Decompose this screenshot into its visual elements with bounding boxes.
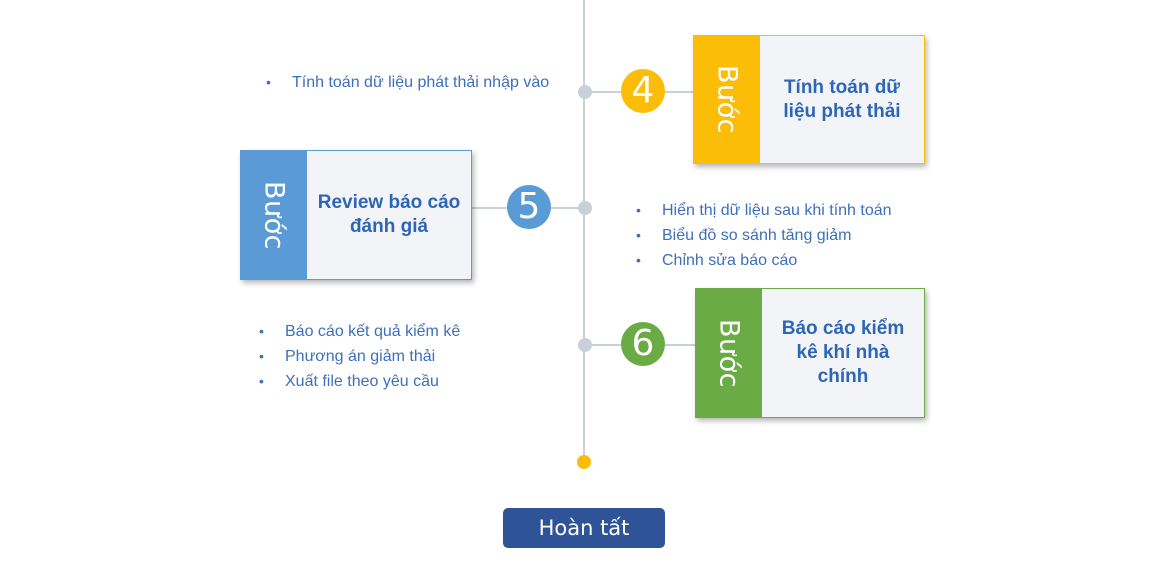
step-5-number-badge: 5 xyxy=(507,185,551,229)
step-4-number-badge: 4 xyxy=(621,69,665,113)
step-4-tab: Bước xyxy=(694,36,760,163)
list-item: Xuất file theo yêu cầu xyxy=(251,369,551,394)
step-5-bullets: Hiển thị dữ liệu sau khi tính toán Biểu … xyxy=(628,198,948,273)
step-6-number-badge: 6 xyxy=(621,322,665,366)
step-6-card: Bước Báo cáo kiểm kê khí nhà chính xyxy=(695,288,925,418)
list-item: Chỉnh sửa báo cáo xyxy=(628,248,948,273)
list-item: Báo cáo kết quả kiểm kê xyxy=(251,319,551,344)
step-5-title: Review báo cáo đánh giá xyxy=(317,192,461,237)
timeline-end-dot xyxy=(577,455,591,469)
timeline-line xyxy=(583,0,585,455)
step-5-tab-label: Bước xyxy=(258,180,290,250)
list-item: Biểu đồ so sánh tăng giảm xyxy=(628,223,948,248)
finish-button[interactable]: Hoàn tất xyxy=(503,508,665,548)
timeline-node-step-5 xyxy=(578,201,592,215)
list-item: Phương án giảm thải xyxy=(251,344,551,369)
step-5-card: Bước Review báo cáo đánh giá xyxy=(240,150,472,280)
timeline-node-step-6 xyxy=(578,338,592,352)
list-item: Tính toán dữ liệu phát thải nhập vào xyxy=(258,72,558,93)
step-6-bullets: Báo cáo kết quả kiểm kê Phương án giảm t… xyxy=(251,319,551,394)
step-4-title: Tính toán dữ liệu phát thải xyxy=(783,76,901,122)
step-6-tab: Bước xyxy=(696,289,762,417)
step-6-tab-label: Bước xyxy=(713,318,745,388)
step-4-tab-label: Bước xyxy=(711,65,743,134)
step-6-title: Báo cáo kiểm kê khí nhà chính xyxy=(781,318,905,387)
timeline-node-step-4 xyxy=(578,85,592,99)
list-item: Hiển thị dữ liệu sau khi tính toán xyxy=(628,198,948,223)
step-4-card: Bước Tính toán dữ liệu phát thải xyxy=(693,35,925,164)
step-5-tab: Bước xyxy=(241,151,307,279)
step-4-bullets: Tính toán dữ liệu phát thải nhập vào xyxy=(258,72,558,93)
